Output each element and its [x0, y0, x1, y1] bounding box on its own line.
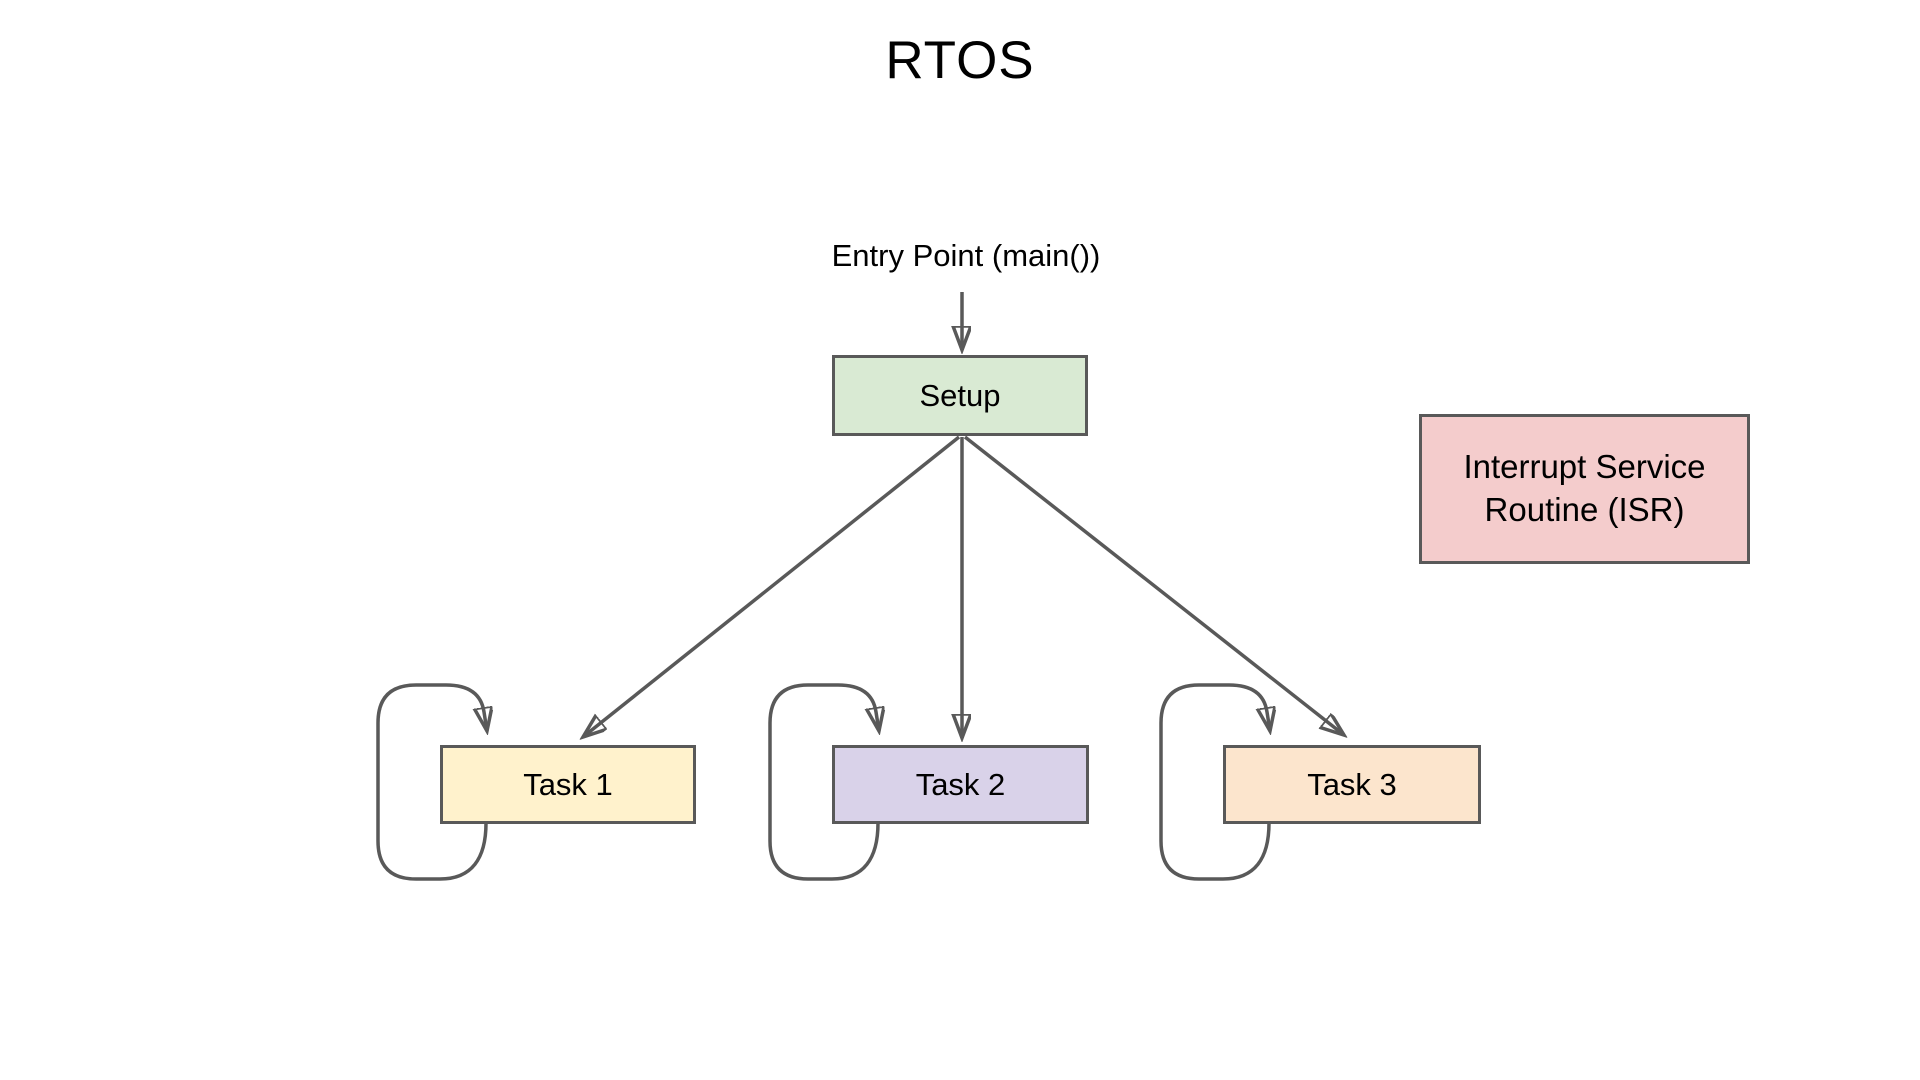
node-task2-label: Task 2 — [915, 766, 1006, 802]
entry-point-label: Entry Point (main()) — [831, 238, 1101, 273]
edge-setup-to-task1 — [583, 435, 961, 737]
node-task2: Task 2 — [832, 745, 1089, 824]
node-setup-label: Setup — [919, 377, 1001, 413]
node-setup: Setup — [832, 355, 1088, 436]
node-isr-label: Interrupt Service Routine (ISR) — [1463, 448, 1706, 528]
edge-setup-to-task3 — [963, 435, 1344, 735]
node-isr: Interrupt Service Routine (ISR) — [1419, 414, 1750, 564]
node-task1-label: Task 1 — [523, 766, 613, 802]
diagram-title: RTOS — [885, 31, 1035, 90]
node-task1: Task 1 — [440, 745, 696, 824]
node-task3: Task 3 — [1223, 745, 1481, 824]
node-task3-label: Task 3 — [1307, 766, 1397, 802]
